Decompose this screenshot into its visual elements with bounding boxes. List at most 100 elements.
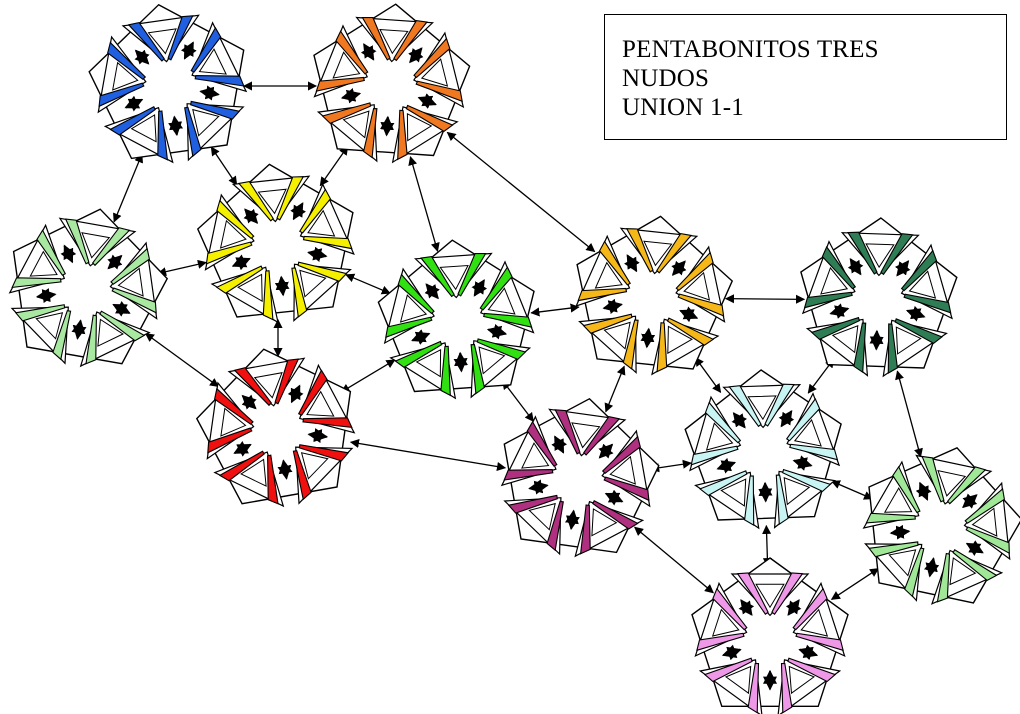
knot-marker xyxy=(684,309,694,319)
colored-blade xyxy=(297,261,348,282)
colored-blade xyxy=(262,270,274,321)
knot-marker xyxy=(416,332,426,342)
rosette-pink xyxy=(691,557,849,714)
inner-triangle xyxy=(406,112,433,142)
connection-arrow-light-green-red xyxy=(144,332,220,388)
colored-blade xyxy=(167,15,194,61)
colored-blade xyxy=(704,401,742,444)
rosette-magenta xyxy=(500,397,660,558)
knot-marker xyxy=(742,603,751,612)
colored-blade xyxy=(666,317,715,346)
rosette-green xyxy=(377,239,535,400)
knot-marker xyxy=(204,88,215,98)
inner-triangle xyxy=(29,250,58,277)
inner-triangle xyxy=(253,372,283,399)
colored-blade xyxy=(921,455,945,503)
inner-triangle xyxy=(198,48,227,75)
colored-blade xyxy=(526,420,558,467)
colored-blade xyxy=(457,253,487,297)
colored-blade xyxy=(394,340,443,368)
colored-blade xyxy=(946,466,987,505)
knot-marker xyxy=(41,290,52,301)
knot-marker xyxy=(898,264,907,273)
connection-arrow-yellow-green xyxy=(345,273,391,295)
colored-blade xyxy=(107,41,147,81)
inner-triangle xyxy=(220,407,247,437)
knot-marker xyxy=(533,482,544,492)
connection-arrow-light-cyan-light-green-2 xyxy=(830,480,874,500)
colored-blade xyxy=(892,465,921,514)
colored-blade xyxy=(792,587,828,631)
colored-blade xyxy=(99,310,146,342)
colored-blade xyxy=(936,552,951,603)
rosette-orange xyxy=(313,3,471,164)
knot-marker xyxy=(236,257,246,267)
white-triangle xyxy=(298,363,356,434)
knot-marker xyxy=(602,447,610,455)
rosette-light-green xyxy=(8,208,169,368)
inner-triangle xyxy=(332,51,361,79)
connection-arrow-yellow-light-green xyxy=(157,259,207,277)
inner-triangle xyxy=(800,608,829,637)
colored-blade xyxy=(415,80,463,103)
inner-triangle xyxy=(711,608,740,637)
connection-arrow-gold-dark-green xyxy=(724,294,806,304)
colored-blade xyxy=(36,229,67,276)
knot-marker xyxy=(117,304,126,314)
colored-blade xyxy=(583,415,621,456)
colored-blade xyxy=(904,547,925,598)
knot-marker xyxy=(475,283,484,293)
colored-blade xyxy=(184,106,202,158)
colored-blade xyxy=(413,37,451,79)
colored-blade xyxy=(190,100,241,120)
colored-blade xyxy=(696,632,745,652)
inner-triangle xyxy=(306,390,335,417)
inner-triangle xyxy=(949,557,977,586)
knot-marker xyxy=(627,258,637,268)
knot-marker xyxy=(567,514,578,525)
colored-blade xyxy=(393,20,428,62)
knot-marker xyxy=(291,389,301,399)
knot-marker xyxy=(789,603,798,612)
knot-marker xyxy=(911,309,921,319)
colored-blade xyxy=(233,367,273,407)
knot-marker xyxy=(382,121,393,132)
knot-marker xyxy=(238,444,247,454)
colored-blade xyxy=(397,273,435,315)
white-triangle xyxy=(79,311,151,368)
knot-marker xyxy=(765,675,775,686)
connection-arrow-gold-light-cyan xyxy=(694,356,722,394)
colored-blade xyxy=(213,387,254,425)
title-box: PENTABONITOS TRES NUDOS UNION 1-1 xyxy=(604,14,1007,140)
inner-triangle xyxy=(820,266,849,295)
inner-triangle xyxy=(219,219,247,249)
inner-triangle xyxy=(130,114,157,143)
colored-blade xyxy=(85,314,97,365)
colored-blade xyxy=(110,247,151,285)
inner-triangle xyxy=(415,348,442,378)
inner-triangle xyxy=(112,61,139,91)
inner-triangle xyxy=(705,422,734,451)
knot-marker xyxy=(184,46,194,55)
inner-triangle xyxy=(420,58,449,87)
knot-marker xyxy=(797,458,808,468)
colored-blade xyxy=(865,512,916,524)
colored-blade xyxy=(598,240,631,286)
colored-blade xyxy=(52,310,72,361)
title-line-1: PENTABONITOS TRES xyxy=(622,36,879,63)
knot-marker xyxy=(721,461,731,471)
connection-arrow-dark-green-light-green-2 xyxy=(895,370,923,458)
rosette-red xyxy=(195,348,356,508)
connection-arrow-orange-green xyxy=(408,156,440,252)
connection-arrow-gold-magenta xyxy=(604,365,626,413)
knot-marker xyxy=(554,440,564,449)
knot-marker xyxy=(74,324,84,335)
inner-triangle xyxy=(237,273,263,303)
knot-marker xyxy=(782,414,791,423)
colored-blade xyxy=(335,30,369,75)
inner-triangle xyxy=(667,325,693,355)
colored-blade xyxy=(299,188,332,234)
colored-blade xyxy=(397,109,408,161)
inner-triangle xyxy=(788,665,816,695)
knot-marker xyxy=(277,281,288,291)
